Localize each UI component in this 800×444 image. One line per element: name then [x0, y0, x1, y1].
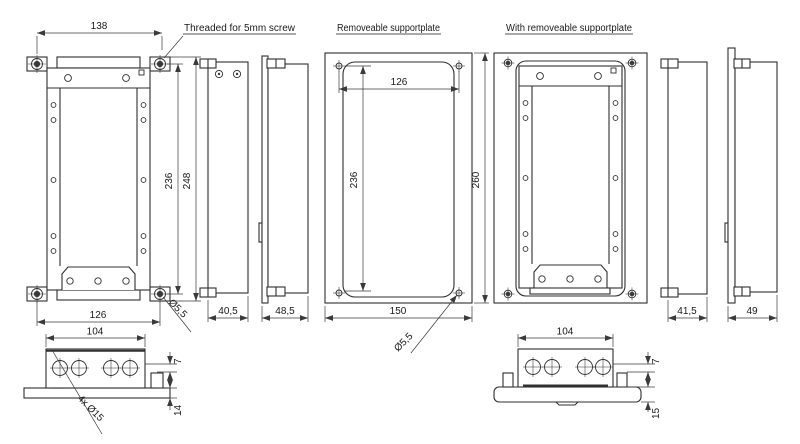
dim-assembled-depth: 41,5	[677, 306, 697, 317]
dim-bottom-width: 104	[87, 327, 104, 338]
dim-plate-hole-span-width: 126	[391, 77, 408, 88]
front-view: 138 236 248 126 Ø5,5 Threaded for 5mm sc…	[26, 21, 296, 333]
dim-bottom-offset: 7	[651, 358, 662, 364]
assembled-title: With removeable supportplate	[506, 23, 632, 34]
dim-assembled-depth-with-plate: 49	[746, 306, 758, 317]
front-view-dimensions: 138 236 248 126 Ø5,5 Threaded for 5mm sc…	[36, 21, 296, 333]
bottom-view-assembled: 104 7 15	[493, 327, 662, 419]
holes-leader-line	[51, 349, 103, 435]
base-plate	[23, 387, 171, 399]
dim-front-inner-height: 236	[164, 172, 175, 189]
bottom-plate	[529, 287, 611, 295]
dim-side-depth-with-plate: 48,5	[275, 306, 295, 317]
stud	[150, 372, 164, 389]
connector-box	[517, 348, 614, 388]
side-body	[734, 61, 778, 293]
top-plate	[56, 56, 141, 69]
rail-holes	[50, 102, 147, 254]
assembled-view: With removeable supportplate	[493, 23, 648, 304]
stud	[502, 372, 514, 388]
frame-outline	[46, 67, 151, 291]
base-supportplate	[493, 386, 642, 403]
bottom-assembled-dimensions: 104 7 15	[517, 327, 662, 419]
side-tab	[660, 287, 679, 298]
bottom-plate	[56, 289, 141, 301]
supportplate-view: Removeable supportplate 126 236 260 150	[324, 23, 489, 354]
plate-edge	[727, 47, 736, 304]
plate-notch	[555, 401, 579, 406]
dim-bottom-height: 15	[651, 407, 662, 419]
plate-hole-diameter-label: Ø5,5	[392, 331, 415, 354]
supportplate-dimensions: 126 236 260 150 Ø5,5	[324, 52, 489, 354]
side-body	[267, 63, 309, 294]
bottom-view-frame: 104 7 14 4x Ø15	[23, 327, 184, 435]
hole-leader-line	[162, 296, 192, 333]
dim-bottom-width: 104	[557, 327, 574, 338]
stud	[616, 372, 628, 388]
dim-plate-height: 260	[471, 171, 482, 188]
hole-leader-line	[410, 294, 458, 354]
dim-front-top-width: 138	[91, 21, 108, 32]
side-view-assembled-plate: 49	[724, 47, 778, 322]
side-view-assembled: 41,5	[660, 58, 708, 322]
plate-edge	[261, 55, 269, 304]
side-tab	[660, 58, 679, 69]
threaded-note-leader	[163, 35, 184, 59]
connector-box	[45, 348, 146, 389]
side-view-frame: 40,5	[199, 58, 249, 322]
assembled-frame	[518, 65, 623, 289]
dim-front-outer-height: 248	[182, 172, 193, 189]
dim-bottom-offset: 7	[173, 358, 184, 364]
threaded-note: Threaded for 5mm screw	[184, 23, 296, 34]
side-body	[207, 61, 249, 294]
side-view-frame-plate: 48,5	[258, 55, 309, 322]
supportplate-cutout	[342, 61, 455, 298]
front-view-outline	[26, 54, 171, 304]
supportplate-title: Removeable supportplate	[337, 23, 440, 34]
dim-plate-width: 150	[390, 306, 407, 317]
bottom-bracket	[61, 266, 136, 290]
dim-plate-hole-span-height: 236	[349, 171, 360, 188]
side-body	[667, 61, 708, 295]
dim-front-bottom-width: 126	[90, 310, 107, 321]
dim-side-depth: 40,5	[218, 306, 238, 317]
dim-bottom-height: 14	[173, 404, 184, 416]
